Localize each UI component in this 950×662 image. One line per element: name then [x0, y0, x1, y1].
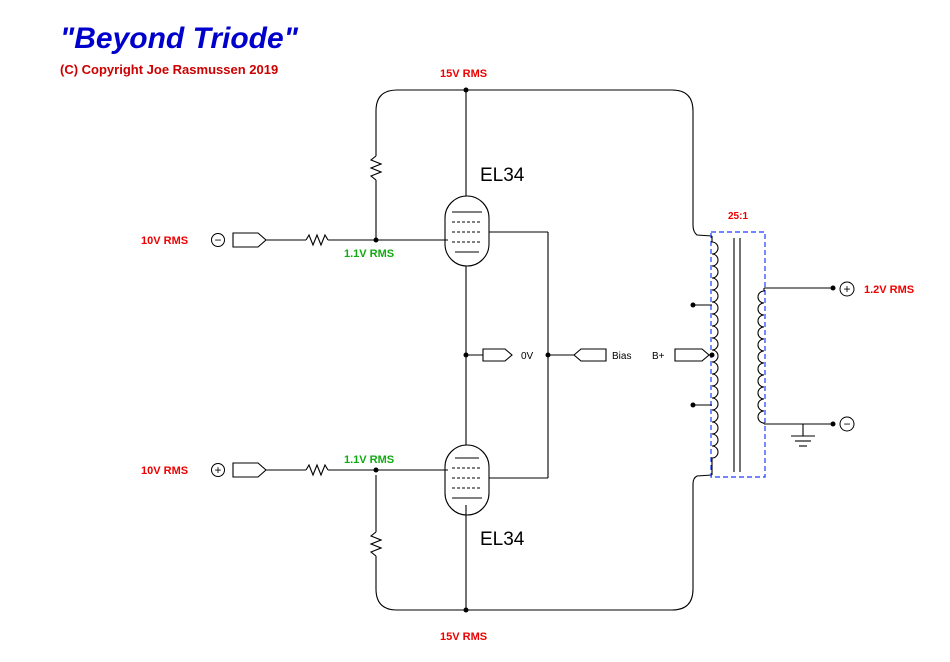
input-plus-connector[interactable]: + — [211, 462, 449, 478]
supply-top-label: 15V RMS — [440, 68, 487, 80]
copyright-notice: (C) Copyright Joe Rasmussen 2019 — [60, 62, 278, 77]
tube-bottom-label: EL34 — [480, 529, 525, 550]
input-minus-connector[interactable]: − — [211, 232, 449, 248]
minus-symbol: − — [214, 233, 221, 247]
zero-volt-node[interactable] — [463, 348, 513, 362]
bottom-tube — [444, 355, 548, 516]
tube-top-label: EL34 — [480, 165, 525, 186]
input-minus-label: 10V RMS — [141, 235, 188, 247]
bias-label: Bias — [612, 351, 631, 362]
top-supply-wire — [375, 87, 713, 237]
output-minus-symbol: − — [843, 417, 850, 431]
b-plus-label: B+ — [652, 351, 665, 362]
input-plus-label: 10V RMS — [141, 465, 188, 477]
b-plus-connector[interactable] — [674, 348, 712, 362]
bottom-grid-pulldown-resistor — [369, 475, 383, 565]
zero-volt-label: 0V — [521, 351, 534, 362]
page-title: "Beyond Triode" — [60, 22, 299, 55]
output-minus-connector[interactable]: − — [764, 416, 855, 432]
output-plus-symbol: + — [843, 282, 850, 296]
bottom-supply-wire — [375, 474, 713, 613]
output-label: 1.2V RMS — [864, 284, 914, 296]
grid-bottom-label: 1.1V RMS — [344, 454, 394, 466]
ground-icon — [791, 424, 815, 447]
transformer-frame — [710, 231, 766, 478]
grid-top-label: 1.1V RMS — [344, 248, 394, 260]
output-transformer — [690, 236, 765, 475]
top-tube — [444, 195, 548, 355]
supply-bottom-label: 15V RMS — [440, 631, 487, 643]
output-plus-connector[interactable]: + — [764, 281, 855, 297]
transformer-ratio-label: 25:1 — [728, 211, 748, 222]
top-grid-pullup-resistor — [369, 150, 383, 240]
bias-node[interactable] — [545, 232, 607, 478]
plus-symbol: + — [214, 463, 221, 477]
